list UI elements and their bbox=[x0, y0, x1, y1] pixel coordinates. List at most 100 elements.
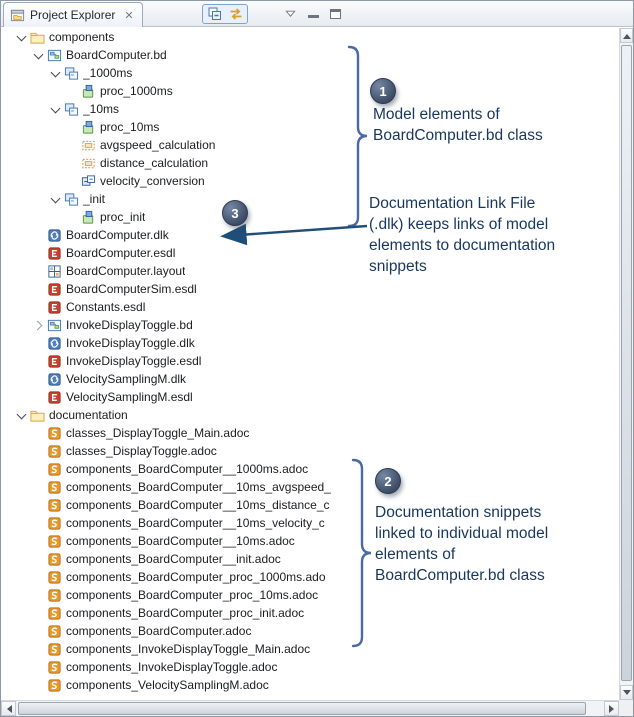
tree-item-label: components_BoardComputer_proc_1000ms.ado bbox=[66, 570, 326, 584]
tree-item-velocity-conversion[interactable]: velocity_conversion bbox=[1, 172, 619, 190]
adoc-icon bbox=[47, 624, 62, 639]
adoc-icon bbox=[47, 426, 62, 441]
tree-item-components-velocitysamplingm-adoc[interactable]: components_VelocitySamplingM.adoc bbox=[1, 676, 619, 694]
tree-item-components-boardcomputer-proc-init-adoc[interactable]: components_BoardComputer_proc_init.adoc bbox=[1, 604, 619, 622]
tab-close-icon[interactable]: ✕ bbox=[124, 9, 134, 22]
horizontal-scroll-track[interactable] bbox=[16, 701, 604, 716]
scroll-left-button[interactable] bbox=[1, 701, 16, 716]
tree-item-boardcomputer-dlk[interactable]: BoardComputer.dlk bbox=[1, 226, 619, 244]
tree-item-components-boardcomputer-10ms-distance-c[interactable]: components_BoardComputer__10ms_distance_… bbox=[1, 496, 619, 514]
chevron-spacer bbox=[32, 427, 45, 440]
tree-item-components-boardcomputer-1000ms-adoc[interactable]: components_BoardComputer__1000ms.adoc bbox=[1, 460, 619, 478]
chevron-spacer bbox=[32, 445, 45, 458]
link-with-editor-button[interactable] bbox=[226, 6, 245, 23]
tree-item-label: components_BoardComputer__init.adoc bbox=[66, 552, 281, 566]
arrow-right-icon bbox=[608, 704, 618, 713]
tree-item-boardcomputer-esdl[interactable]: BoardComputer.esdl bbox=[1, 244, 619, 262]
link-with-editor-icon bbox=[228, 6, 244, 22]
tree-item-label: BoardComputer.esdl bbox=[66, 246, 176, 260]
chevron-expanded-icon[interactable] bbox=[49, 67, 62, 80]
dlk-icon bbox=[47, 336, 62, 351]
tree-item-invokedisplaytoggle-bd[interactable]: InvokeDisplayToggle.bd bbox=[1, 316, 619, 334]
tree-item-10ms[interactable]: _10ms bbox=[1, 100, 619, 118]
conv-icon bbox=[81, 174, 96, 189]
tree-item-label: proc_init bbox=[100, 210, 146, 224]
arrow-down-icon bbox=[622, 689, 631, 699]
adoc-icon bbox=[47, 516, 62, 531]
tree-item-proc-1000ms[interactable]: proc_1000ms bbox=[1, 82, 619, 100]
tree-item-documentation[interactable]: documentation bbox=[1, 406, 619, 424]
esdl-icon bbox=[47, 246, 62, 261]
collapse-all-button[interactable] bbox=[205, 6, 224, 23]
chevron-expanded-icon[interactable] bbox=[49, 103, 62, 116]
layout-icon bbox=[47, 264, 62, 279]
tree-item-velocitysamplingm-dlk[interactable]: VelocitySamplingM.dlk bbox=[1, 370, 619, 388]
chevron-expanded-icon[interactable] bbox=[32, 49, 45, 62]
chevron-spacer bbox=[32, 571, 45, 584]
maximize-button[interactable] bbox=[326, 5, 344, 22]
adoc-icon bbox=[47, 660, 62, 675]
tree-item-components-boardcomputer-10ms-avgspeed[interactable]: components_BoardComputer__10ms_avgspeed_ bbox=[1, 478, 619, 496]
tree-item-components[interactable]: components bbox=[1, 28, 619, 46]
toolbar-group bbox=[202, 4, 248, 24]
tree-item-invokedisplaytoggle-dlk[interactable]: InvokeDisplayToggle.dlk bbox=[1, 334, 619, 352]
chevron-expanded-icon[interactable] bbox=[15, 31, 28, 44]
chevron-expanded-icon[interactable] bbox=[49, 193, 62, 206]
tree-item-init[interactable]: _init bbox=[1, 190, 619, 208]
scroll-right-button[interactable] bbox=[604, 701, 619, 716]
tree-item-label: BoardComputer.bd bbox=[66, 48, 167, 62]
vertical-scrollbar[interactable] bbox=[619, 28, 633, 700]
tree-item-avgspeed-calculation[interactable]: avgspeed_calculation bbox=[1, 136, 619, 154]
horizontal-scroll-thumb[interactable] bbox=[18, 702, 586, 715]
adoc-icon bbox=[47, 444, 62, 459]
tree-item-components-boardcomputer-10ms-adoc[interactable]: components_BoardComputer__10ms.adoc bbox=[1, 532, 619, 550]
view-menu-button[interactable] bbox=[281, 5, 299, 22]
tree-item-components-boardcomputer-adoc[interactable]: components_BoardComputer.adoc bbox=[1, 622, 619, 640]
tree-item-components-invokedisplaytoggle-adoc[interactable]: components_InvokeDisplayToggle.adoc bbox=[1, 658, 619, 676]
tree-item-velocitysamplingm-esdl[interactable]: VelocitySamplingM.esdl bbox=[1, 388, 619, 406]
tree-item-classes-displaytoggle-main-adoc[interactable]: classes_DisplayToggle_Main.adoc bbox=[1, 424, 619, 442]
chevron-spacer bbox=[32, 301, 45, 314]
horizontal-scrollbar[interactable] bbox=[1, 700, 619, 716]
tree-item-label: avgspeed_calculation bbox=[100, 138, 216, 152]
adoc-icon bbox=[47, 480, 62, 495]
tree-item-invokedisplaytoggle-esdl[interactable]: InvokeDisplayToggle.esdl bbox=[1, 352, 619, 370]
tree-item-components-boardcomputer-proc-10ms-adoc[interactable]: components_BoardComputer_proc_10ms.adoc bbox=[1, 586, 619, 604]
tree-item-proc-10ms[interactable]: proc_10ms bbox=[1, 118, 619, 136]
esdl-icon bbox=[47, 300, 62, 315]
scroll-down-button[interactable] bbox=[620, 685, 633, 700]
tree-item-components-boardcomputer-10ms-velocity-c[interactable]: components_BoardComputer__10ms_velocity_… bbox=[1, 514, 619, 532]
vertical-scroll-track[interactable] bbox=[620, 43, 633, 685]
scroll-up-button[interactable] bbox=[620, 28, 633, 43]
tree-item-1000ms[interactable]: _1000ms bbox=[1, 64, 619, 82]
tree-item-proc-init[interactable]: proc_init bbox=[1, 208, 619, 226]
chevron-expanded-icon[interactable] bbox=[15, 409, 28, 422]
minimize-button[interactable] bbox=[304, 5, 322, 22]
tree-item-distance-calculation[interactable]: distance_calculation bbox=[1, 154, 619, 172]
tree-item-label: components bbox=[49, 30, 115, 44]
tree-item-classes-displaytoggle-adoc[interactable]: classes_DisplayToggle.adoc bbox=[1, 442, 619, 460]
vertical-scroll-thumb[interactable] bbox=[621, 45, 632, 681]
chevron-spacer bbox=[32, 679, 45, 692]
tree-item-constants-esdl[interactable]: Constants.esdl bbox=[1, 298, 619, 316]
chevron-spacer bbox=[32, 517, 45, 530]
arrow-left-icon bbox=[3, 704, 12, 713]
tree-item-label: components_VelocitySamplingM.adoc bbox=[66, 678, 269, 692]
chevron-spacer bbox=[32, 355, 45, 368]
tab-project-explorer[interactable]: Project Explorer ✕ bbox=[3, 2, 143, 27]
tree-item-boardcomputersim-esdl[interactable]: BoardComputerSim.esdl bbox=[1, 280, 619, 298]
chevron-collapsed-icon[interactable] bbox=[32, 319, 45, 332]
tree-item-components-boardcomputer-proc-1000ms-ado[interactable]: components_BoardComputer_proc_1000ms.ado bbox=[1, 568, 619, 586]
tree-item-boardcomputer-bd[interactable]: BoardComputer.bd bbox=[1, 46, 619, 64]
esdl-icon bbox=[47, 390, 62, 405]
tree-item-label: VelocitySamplingM.esdl bbox=[66, 390, 193, 404]
tree-item-label: components_BoardComputer__10ms_distance_… bbox=[66, 498, 330, 512]
view-menu-icon bbox=[283, 6, 298, 21]
tree-item-label: velocity_conversion bbox=[100, 174, 205, 188]
tree-item-label: _10ms bbox=[83, 102, 120, 116]
tree-item-components-boardcomputer-init-adoc[interactable]: components_BoardComputer__init.adoc bbox=[1, 550, 619, 568]
tree-item-boardcomputer-layout[interactable]: BoardComputer.layout bbox=[1, 262, 619, 280]
tree-item-components-invokedisplaytoggle-main-adoc[interactable]: components_InvokeDisplayToggle_Main.adoc bbox=[1, 640, 619, 658]
